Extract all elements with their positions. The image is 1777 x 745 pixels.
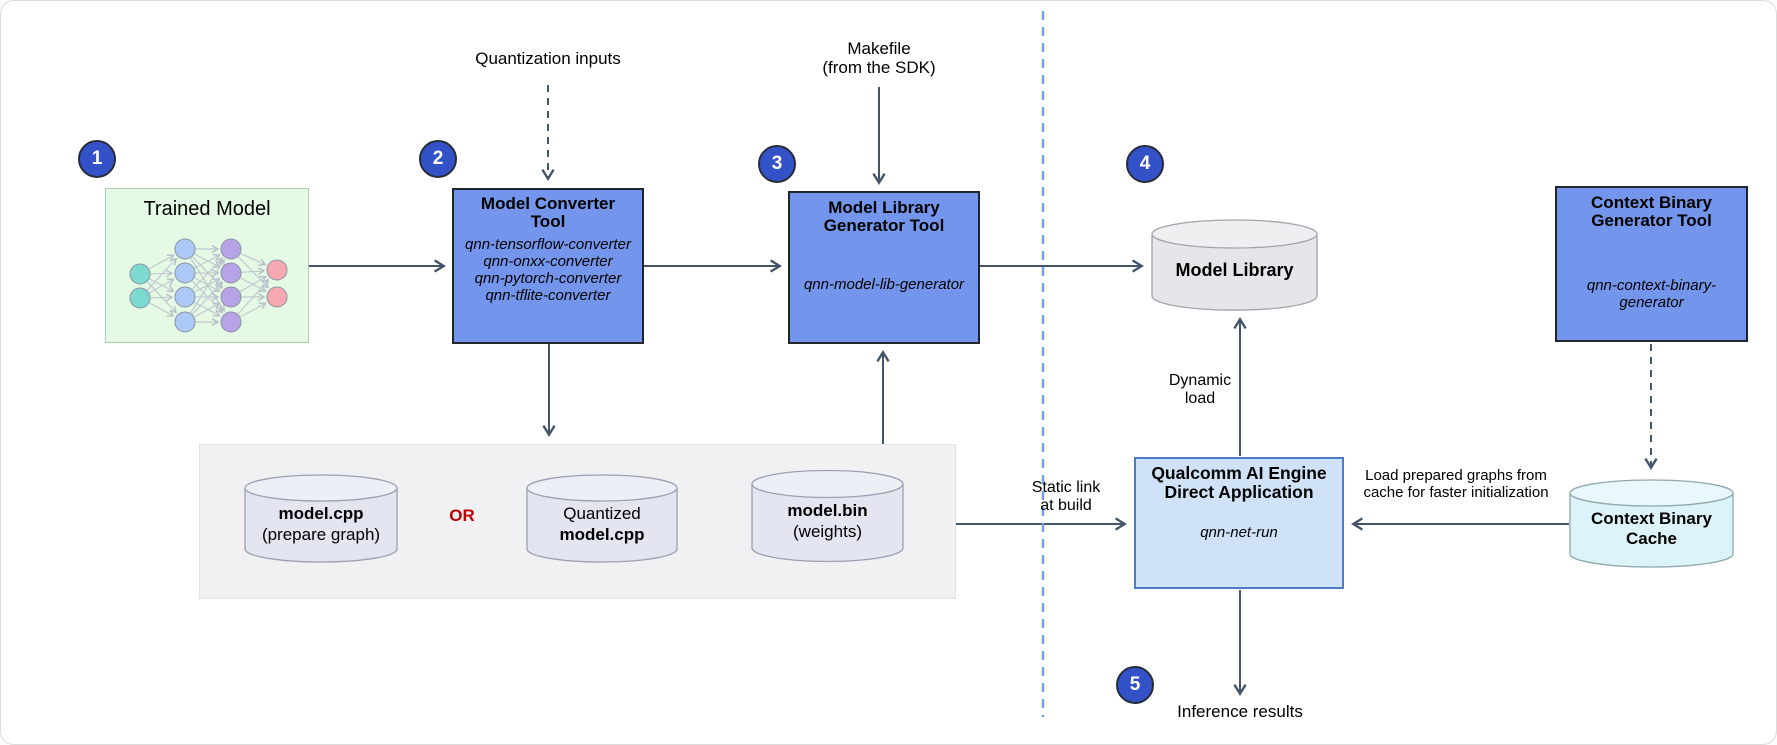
context-binary-generator-title: Context Binary Generator Tool [1591,193,1712,230]
quantized-model-cpp-prefix: Quantized [563,503,641,523]
trained-model-box: Trained Model [105,188,309,343]
step-number: 1 [91,148,103,169]
cylinder-shape [1569,479,1734,568]
context-binary-generator-box: Context Binary Generator Tool qnn-contex… [1555,186,1748,342]
step-badge-3: 3 [758,145,796,183]
makefile-label: Makefile (from the SDK) [822,39,936,77]
context-binary-cache-cylinder: Context Binary Cache [1569,479,1734,568]
dynamic-load-label: Dynamic load [1168,372,1232,407]
static-link-label: Static link at build [1031,479,1101,514]
cylinder-shape [244,474,398,563]
model-library-generator-command: qnn-model-lib-generator [803,276,965,293]
step-badge-5: 5 [1116,666,1154,704]
converter-command: qnn-onxx-converter [483,253,613,270]
step-badge-4: 4 [1126,145,1164,183]
quantized-model-cpp-cylinder: Quantized model.cpp [526,474,678,563]
trained-model-title: Trained Model [143,198,271,220]
model-converter-box: Model Converter Tool qnn-tensorflow-conv… [452,188,644,344]
quantized-model-cpp-name: model.cpp [559,524,645,544]
step-number: 2 [432,148,444,169]
model-cpp-note: (prepare graph) [261,524,381,544]
model-bin-note: (weights) [793,522,862,541]
qualcomm-app-title: Qualcomm AI Engine Direct Application [1151,463,1327,502]
model-bin-name: model.bin [787,501,868,520]
model-converter-title: Model Converter Tool [480,194,616,231]
converter-command: qnn-pytorch-converter [474,270,622,287]
step-badge-1: 1 [78,140,116,178]
step-number: 5 [1129,674,1141,695]
model-converter-commands: qnn-tensorflow-converter qnn-onxx-conver… [454,236,642,304]
qualcomm-app-command: qnn-net-run [1200,524,1278,541]
load-prepared-graphs-label: Load prepared graphs from cache for fast… [1363,467,1549,501]
step-badge-2: 2 [419,140,457,178]
model-library-label: Model Library [1175,259,1294,280]
quantization-inputs-label: Quantization inputs [475,49,621,68]
model-cpp-name: model.cpp [278,503,364,523]
step-number: 3 [771,153,783,174]
cylinder-shape [1151,219,1318,311]
inference-results-label: Inference results [1177,702,1303,721]
context-binary-cache-label: Context Binary Cache [1591,508,1712,548]
cylinder-shape [526,474,678,563]
model-library-cylinder: Model Library [1151,219,1318,311]
model-library-generator-box: Model Library Generator Tool qnn-model-l… [788,191,980,344]
or-label: OR [449,506,475,525]
step-number: 4 [1139,153,1151,174]
model-cpp-cylinder: model.cpp (prepare graph) [244,474,398,563]
model-bin-cylinder: model.bin (weights) [751,469,904,563]
context-binary-generator-command: qnn-context-binary- generator [1586,277,1717,311]
neural-network-icon [129,238,288,333]
converter-command: qnn-tensorflow-converter [465,236,631,253]
qualcomm-app-box: Qualcomm AI Engine Direct Application qn… [1134,457,1344,589]
model-library-generator-title: Model Library Generator Tool [823,198,945,235]
cylinder-shape [751,469,904,563]
converter-command: qnn-tflite-converter [485,287,611,304]
